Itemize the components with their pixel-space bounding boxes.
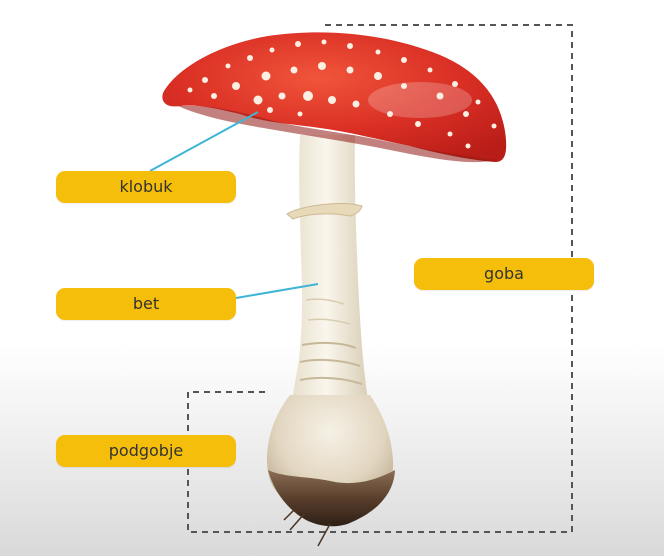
label-bet: bet — [56, 288, 236, 320]
label-podgobje: podgobje — [56, 435, 236, 467]
label-klobuk: klobuk — [56, 171, 236, 203]
klobuk-leader-line — [150, 112, 258, 171]
label-goba: goba — [414, 258, 594, 290]
